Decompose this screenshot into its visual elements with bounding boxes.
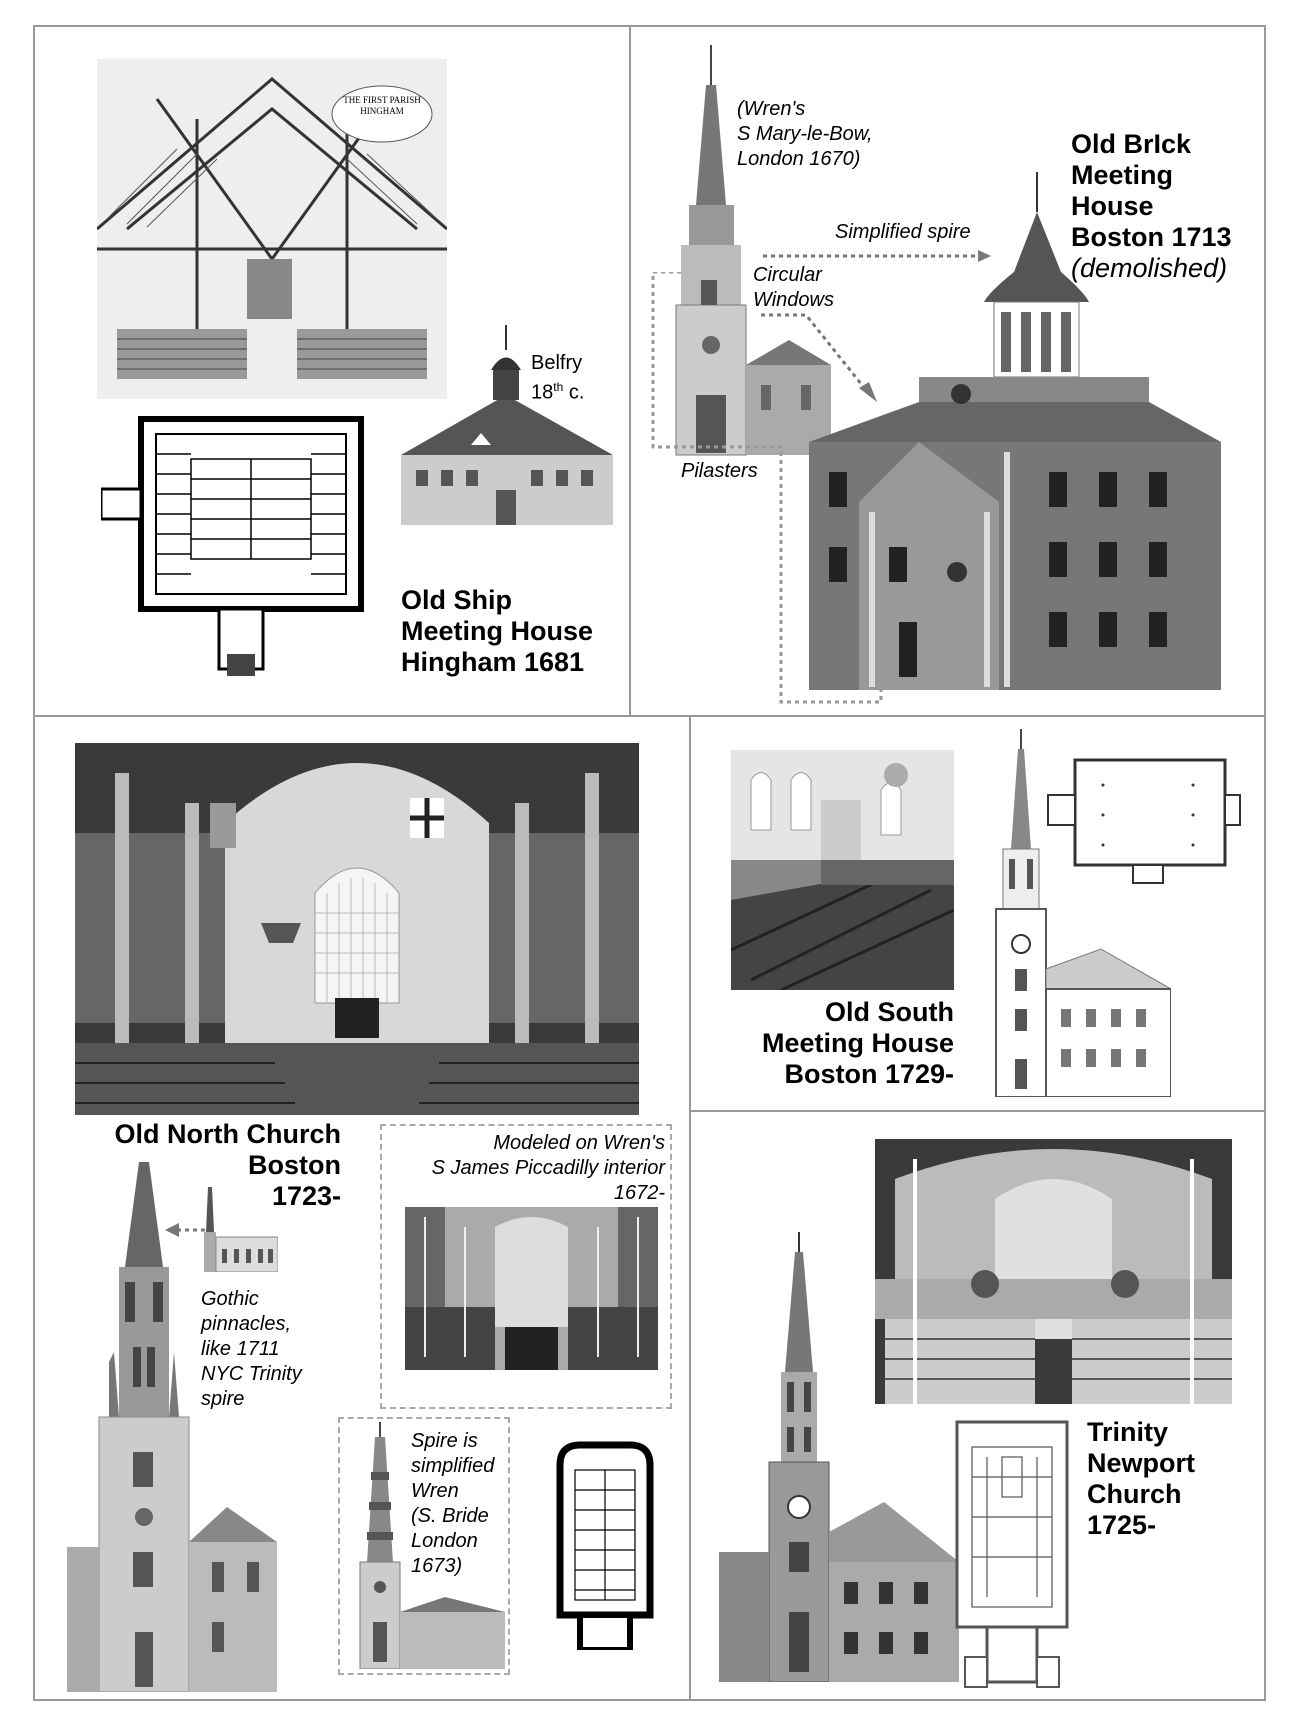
panel-trinity-newport: Trinity Newport Church 1725- bbox=[689, 1110, 1266, 1701]
gothic-pinnacles-caption: Gothic pinnacles, like 1711 NYC Trinity … bbox=[201, 1287, 302, 1412]
wren-mary-le-bow-caption: (Wren's S Mary-le-Bow, London 1670) bbox=[737, 97, 873, 172]
old-south-title: Old South Meeting House Boston 1729- bbox=[721, 997, 954, 1090]
spire-simplified-caption: Spire is simplified Wren (S. Bride Londo… bbox=[411, 1429, 494, 1579]
caption-line: Wren bbox=[411, 1480, 459, 1502]
caption-line: (S. Bride bbox=[411, 1505, 489, 1527]
trinity-floor-plan bbox=[947, 1417, 1077, 1692]
circular-windows-caption: Circular Windows bbox=[753, 263, 834, 313]
st-james-piccadilly-box bbox=[380, 1124, 672, 1409]
old-north-interior-photo bbox=[75, 743, 639, 1115]
caption-line: 1673) bbox=[411, 1555, 463, 1577]
simplified-spire-arrow bbox=[763, 249, 991, 263]
caption-line: spire bbox=[201, 1388, 245, 1410]
old-north-title: Old North Church Boston 1723- bbox=[75, 1119, 341, 1212]
title-line: Newport bbox=[1087, 1448, 1195, 1478]
title-line: Old South bbox=[825, 997, 954, 1027]
title-line: Meeting House bbox=[401, 616, 594, 646]
old-south-floor-plan bbox=[1043, 755, 1243, 885]
caption-line: London 1670) bbox=[737, 148, 861, 170]
demolished-status: (demolished) bbox=[1071, 253, 1228, 283]
title-line: Old Ship bbox=[401, 585, 512, 615]
trinity-interior-photo bbox=[875, 1139, 1232, 1404]
caption-line: pinnacles, bbox=[201, 1313, 292, 1335]
nyc-trinity-small-drawing bbox=[198, 1187, 278, 1272]
belfry-caption: Belfry 18th c. bbox=[531, 351, 584, 405]
title-line: Church bbox=[1087, 1479, 1182, 1509]
caption-line: Circular bbox=[753, 264, 822, 286]
pilasters-caption: Pilasters bbox=[681, 460, 758, 482]
gothic-pinnacles-arrow bbox=[165, 1222, 205, 1238]
engraving-label: THE FIRST PARISH HINGHAM bbox=[342, 95, 422, 117]
caption-line: 1672- bbox=[613, 1182, 665, 1204]
caption-line: Modeled on Wren's bbox=[493, 1132, 665, 1154]
caption-line: London bbox=[411, 1530, 478, 1552]
old-ship-title: Old Ship Meeting House Hingham 1681 bbox=[401, 585, 593, 678]
st-bride-drawing bbox=[345, 1422, 505, 1669]
belfry-century-number: 18 bbox=[531, 381, 554, 404]
title-line: 1725- bbox=[1087, 1510, 1157, 1540]
old-south-steeple-drawing bbox=[971, 729, 1171, 1097]
st-james-interior-photo bbox=[405, 1207, 658, 1370]
modeled-on-wren-caption: Modeled on Wren's S James Piccadilly int… bbox=[385, 1131, 665, 1206]
title-line: House bbox=[1071, 191, 1154, 221]
st-bride-box bbox=[338, 1417, 510, 1675]
old-ship-interior-engraving: THE FIRST PARISH HINGHAM bbox=[97, 59, 447, 399]
belfry-label: Belfry bbox=[531, 352, 583, 374]
circular-windows-arrow bbox=[761, 310, 881, 405]
old-brick-building-drawing bbox=[809, 172, 1221, 690]
trinity-newport-title: Trinity Newport Church 1725- bbox=[1087, 1417, 1195, 1541]
simplified-spire-caption: Simplified spire bbox=[835, 221, 971, 243]
title-line: Boston bbox=[248, 1150, 341, 1180]
title-line: Meeting bbox=[1071, 160, 1174, 190]
caption-line: S James Piccadilly interior bbox=[431, 1157, 665, 1179]
caption-line: S Mary-le-Bow, bbox=[737, 123, 873, 145]
caption-line: Gothic bbox=[201, 1288, 259, 1310]
title-line: Old North Church bbox=[114, 1119, 341, 1149]
title-line: Boston 1729- bbox=[784, 1059, 954, 1089]
old-ship-exterior-drawing bbox=[401, 325, 613, 525]
belfry-century-sup: th bbox=[553, 380, 564, 394]
engraving-label-line: THE FIRST PARISH bbox=[343, 95, 421, 105]
title-line: Old BrIck bbox=[1071, 129, 1192, 159]
panel-old-brick: (Wren's S Mary-le-Bow, London 1670) Simp… bbox=[629, 25, 1266, 717]
caption-line: Spire is bbox=[411, 1430, 478, 1452]
caption-line: like 1711 bbox=[201, 1338, 280, 1360]
belfry-century: 18th c. bbox=[531, 375, 584, 405]
title-line: Boston 1713 bbox=[1071, 222, 1232, 252]
engraving-label-line: HINGHAM bbox=[360, 106, 404, 116]
caption-line: simplified bbox=[411, 1455, 495, 1477]
panel-old-south: Old South Meeting House Boston 1729- bbox=[689, 715, 1266, 1112]
caption-line: (Wren's bbox=[737, 98, 806, 120]
title-line: Trinity bbox=[1087, 1417, 1169, 1447]
old-south-interior-photo bbox=[731, 750, 954, 990]
title-line: Hingham 1681 bbox=[401, 647, 585, 677]
title-line: Meeting House bbox=[761, 1028, 954, 1058]
caption-line: Windows bbox=[753, 289, 834, 311]
title-line: 1723- bbox=[271, 1181, 341, 1211]
caption-line: NYC Trinity bbox=[201, 1363, 302, 1385]
old-brick-title: Old BrIck Meeting House Boston 1713 (dem… bbox=[1071, 129, 1232, 284]
belfry-century-suffix: c. bbox=[563, 381, 585, 404]
panel-old-north: Old North Church Boston 1723- bbox=[33, 715, 691, 1701]
trinity-steeple-drawing bbox=[719, 1232, 959, 1682]
old-north-floor-plan bbox=[550, 1440, 660, 1653]
panel-old-ship: THE FIRST PARISH HINGHAM bbox=[33, 25, 631, 717]
old-north-steeple-drawing bbox=[67, 1162, 277, 1692]
old-ship-floor-plan bbox=[99, 414, 401, 679]
